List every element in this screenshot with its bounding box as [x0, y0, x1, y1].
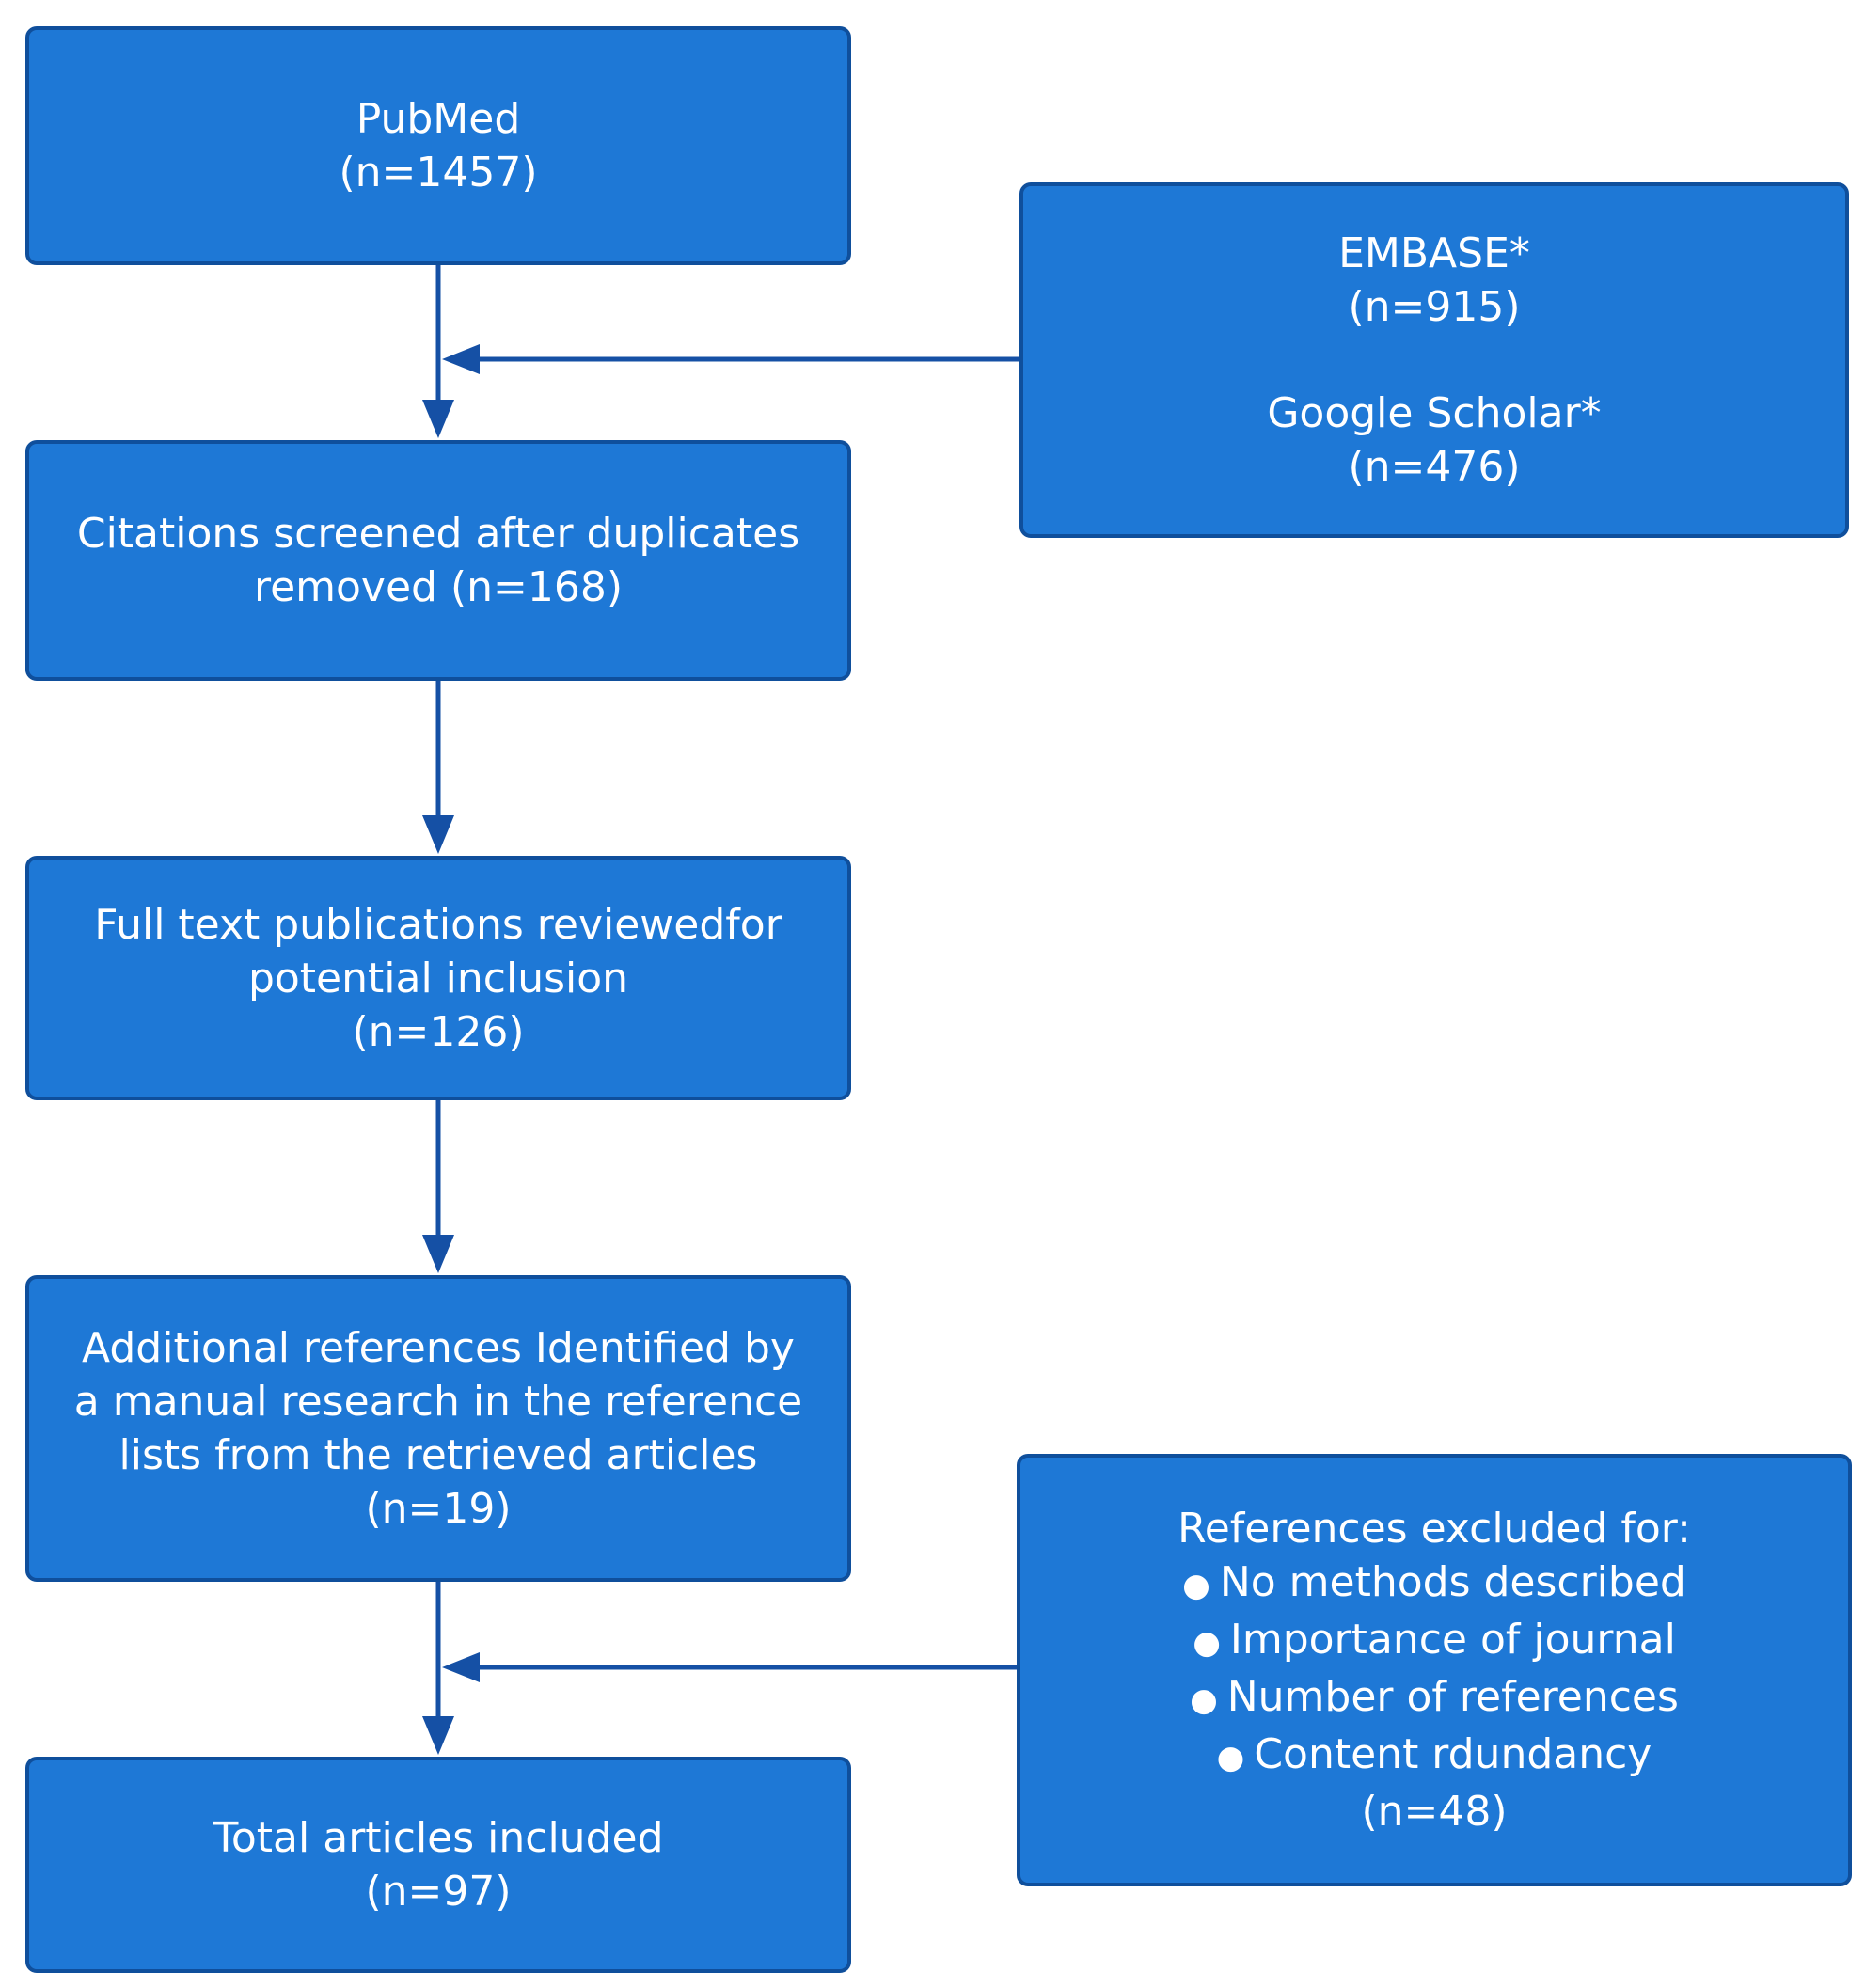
excluded-reason-item: ●Number of references	[1190, 1670, 1679, 1728]
additional-references-box: Additional references Identified by a ma…	[25, 1275, 851, 1582]
embase-label: EMBASE*	[1338, 229, 1530, 277]
pubmed-box: PubMed (n=1457)	[25, 26, 851, 265]
additional-text-line-2: a manual research in the reference	[73, 1378, 803, 1426]
excluded-reason-item: ●Importance of journal	[1193, 1613, 1676, 1670]
screened-text-line-2: removed (n=168)	[253, 563, 624, 611]
pubmed-count: (n=1457)	[339, 149, 538, 197]
fulltext-box: Full text publications reviewedfor poten…	[25, 856, 851, 1100]
screened-text-line-1: Citations screened after duplicates	[76, 510, 800, 558]
screened-box: Citations screened after duplicates remo…	[25, 440, 851, 681]
excluded-reason-label: Number of references	[1226, 1673, 1679, 1721]
excluded-reason-label: Importance of journal	[1229, 1616, 1676, 1664]
arrowhead-to-screened	[422, 400, 454, 438]
other-sources-box: EMBASE* (n=915) Google Scholar* (n=476)	[1019, 182, 1849, 538]
total-count: (n=97)	[365, 1868, 512, 1916]
bullet-icon: ●	[1193, 1624, 1221, 1662]
arrowhead-to-additional	[422, 1235, 454, 1273]
excluded-count: (n=48)	[1361, 1788, 1508, 1836]
total-included-box: Total articles included (n=97)	[25, 1757, 851, 1973]
additional-text-line-3: lists from the retrieved articles	[119, 1431, 758, 1479]
pubmed-label: PubMed	[356, 95, 521, 143]
additional-text-line-1: Additional references Identified by	[82, 1324, 795, 1372]
google-scholar-label: Google Scholar*	[1267, 389, 1602, 437]
additional-count: (n=19)	[365, 1485, 512, 1533]
arrowhead-from-excluded	[442, 1652, 480, 1682]
excluded-references-box: References excluded for: ●No methods des…	[1017, 1454, 1852, 1886]
arrowhead-from-other-sources	[442, 344, 480, 374]
fulltext-text-line-2: potential inclusion	[247, 954, 629, 1002]
excluded-reason-label: No methods described	[1219, 1558, 1686, 1606]
fulltext-text-line-1: Full text publications reviewedfor	[94, 900, 782, 949]
google-scholar-count: (n=476)	[1348, 443, 1521, 491]
fulltext-count: (n=126)	[352, 1007, 525, 1056]
bullet-icon: ●	[1182, 1567, 1210, 1604]
total-text-line-1: Total articles included	[213, 1814, 664, 1862]
arrowhead-to-fulltext	[422, 815, 454, 854]
bullet-icon: ●	[1216, 1739, 1245, 1776]
excluded-reason-item: ●Content rdundancy	[1217, 1728, 1652, 1785]
arrowhead-to-total	[422, 1716, 454, 1755]
excluded-heading: References excluded for:	[1177, 1505, 1691, 1553]
embase-count: (n=915)	[1348, 283, 1521, 331]
bullet-icon: ●	[1190, 1681, 1218, 1719]
excluded-reason-item: ●No methods described	[1182, 1555, 1686, 1613]
excluded-reason-label: Content rdundancy	[1254, 1730, 1652, 1778]
